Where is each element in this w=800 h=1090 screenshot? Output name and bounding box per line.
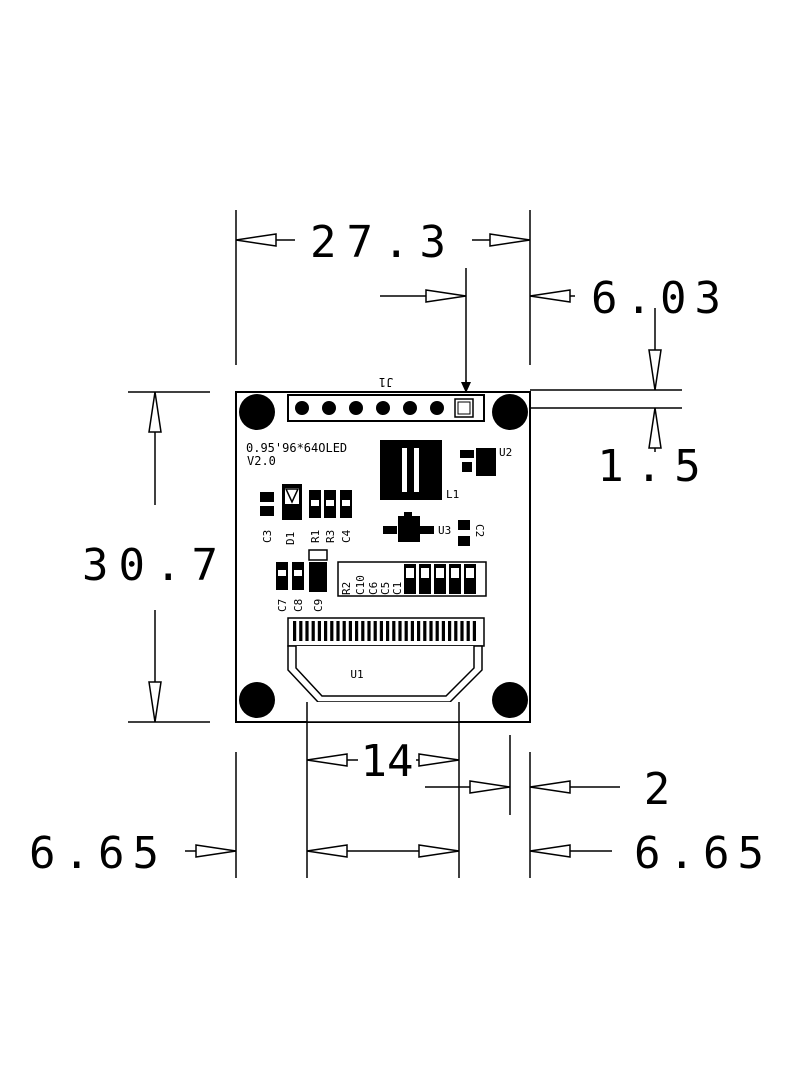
fpc-pin	[311, 621, 315, 641]
connector-pin	[376, 401, 390, 415]
c7-label: C7	[276, 599, 289, 612]
fpc-pin	[454, 621, 458, 641]
fpc-pin	[348, 621, 352, 641]
dim-right-margin-label: 6.65	[634, 828, 772, 879]
r2-label: R2	[340, 582, 353, 595]
mounting-hole-top-right	[492, 394, 528, 430]
fpc-pin	[373, 621, 377, 641]
ribbon-u1: U1	[287, 645, 483, 723]
fpc-pin	[417, 621, 421, 641]
fpc-pin	[386, 621, 390, 641]
fpc-pin	[299, 621, 303, 641]
fpc-pin	[441, 621, 445, 641]
mounting-hole-bottom-right	[492, 682, 528, 718]
c10-label: C10	[354, 575, 367, 595]
dim-top-margin-label: 1.5	[597, 441, 712, 492]
fpc-pin	[429, 621, 433, 641]
u1-label: U1	[350, 668, 363, 681]
fpc-pin	[336, 621, 340, 641]
connector-pin	[430, 401, 444, 415]
capacitor-c7-c8: C7 C8	[276, 562, 305, 612]
connector-pins	[295, 398, 474, 418]
passive-group: R2 C10 C6 C5 C1	[337, 561, 487, 597]
l1-label: L1	[446, 488, 459, 501]
version-text: V2.0	[247, 454, 276, 468]
fpc-pin	[342, 621, 346, 641]
connector-pin	[349, 401, 363, 415]
c2-label: C2	[473, 524, 486, 537]
dim-ribbon-width-label: 14	[361, 736, 414, 787]
d1-label: D1	[284, 532, 297, 545]
ribbon-cable	[306, 722, 460, 730]
fpc-pin	[448, 621, 452, 641]
fpc-pin	[423, 621, 427, 641]
fpc-pin	[367, 621, 371, 641]
fpc-pin	[330, 621, 334, 641]
fpc-pin	[317, 621, 321, 641]
fpc-pin	[435, 621, 439, 641]
c4-label: C4	[340, 529, 353, 543]
fpc-pin	[293, 621, 297, 641]
fpc-pins	[293, 621, 476, 641]
fpc-pin	[355, 621, 359, 641]
connector-pin	[295, 401, 309, 415]
connector-pin	[403, 401, 417, 415]
connector-pin	[322, 401, 336, 415]
fpc-connector	[287, 617, 485, 647]
fpc-pin	[404, 621, 408, 641]
fpc-pin	[392, 621, 396, 641]
fpc-pin	[466, 621, 470, 641]
c5-label: C5	[379, 582, 392, 595]
capacitor-c2: C2	[458, 520, 486, 546]
fpc-pin	[324, 621, 328, 641]
fpc-pin	[305, 621, 309, 641]
connector-label: J1	[379, 375, 393, 389]
r1-label: R1	[309, 530, 322, 543]
u2-label: U2	[499, 446, 512, 459]
dim-height-label: 30.7	[82, 540, 228, 591]
capacitor-c9: C9	[308, 549, 328, 612]
u3-label: U3	[438, 524, 451, 537]
r3-label: R3	[324, 530, 337, 543]
component-u3: U3	[383, 512, 451, 542]
dim-width-label: 27.3	[310, 217, 456, 268]
mounting-hole-top-left	[239, 394, 275, 430]
c9-label: C9	[312, 599, 325, 612]
dimension-arrows	[148, 233, 662, 858]
fpc-pin	[398, 621, 402, 641]
c1-label: C1	[391, 582, 404, 595]
fpc-pin	[472, 621, 476, 641]
diode-d1: D1	[282, 484, 302, 545]
fpc-pin	[460, 621, 464, 641]
fpc-pin	[410, 621, 414, 641]
connector-j1: J1	[287, 375, 485, 422]
c8-label: C8	[292, 599, 305, 612]
capacitor-c3: C3	[260, 492, 274, 543]
dim-left-margin-label: 6.65	[29, 828, 167, 879]
c6-label: C6	[367, 582, 380, 595]
model-text: 0.95'96*64OLED	[246, 441, 347, 455]
dim-ribbon-gap-label: 2	[644, 764, 671, 815]
mounting-hole-bottom-left	[239, 682, 275, 718]
fpc-pin	[379, 621, 383, 641]
pcb-board: J1 0.95'96*64OLED V2.0 L1 U2 U3	[235, 375, 531, 723]
inductor-l1: L1	[380, 440, 459, 501]
resistor-group: R1 R3 C4	[309, 490, 353, 543]
component-u2: U2	[460, 446, 512, 476]
connector-pin-square-inner	[457, 401, 471, 415]
dim-connector-offset-label: 6.03	[591, 273, 729, 324]
fpc-pin	[361, 621, 365, 641]
c3-label: C3	[261, 530, 274, 543]
